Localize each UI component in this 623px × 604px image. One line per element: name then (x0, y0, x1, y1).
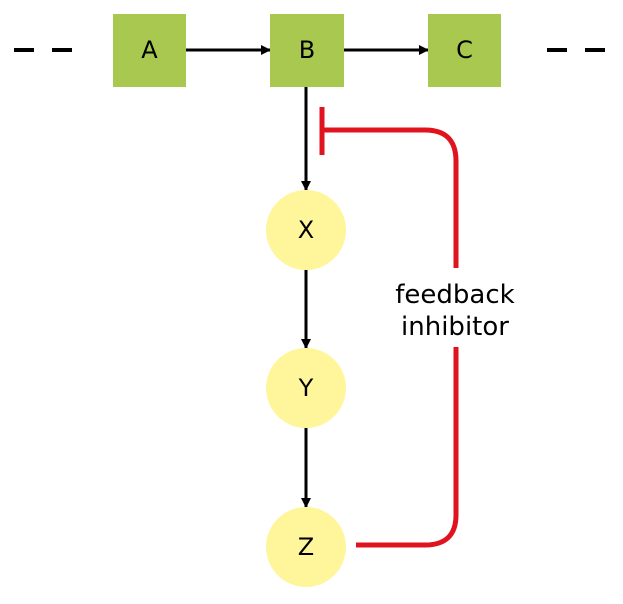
node-x-label: X (298, 216, 314, 244)
node-c-label: C (456, 36, 473, 64)
node-b: B (270, 14, 344, 87)
node-y-label: Y (298, 374, 314, 402)
feedback-inhibitor-line-upper (322, 127, 459, 268)
node-x-circle (266, 190, 346, 270)
node-b-box (270, 14, 344, 87)
node-z: Z (266, 507, 346, 587)
node-b-label: B (299, 36, 315, 64)
node-z-circle (266, 507, 346, 587)
node-x: X (266, 190, 346, 270)
feedback-label-line1: feedback (395, 280, 514, 310)
node-a: A (113, 14, 186, 87)
node-c: C (428, 14, 501, 87)
feedback-inhibitor-line-lower (356, 347, 459, 548)
node-a-label: A (141, 36, 158, 64)
node-c-box (428, 14, 501, 87)
node-y-circle (266, 348, 346, 428)
node-y: Y (266, 348, 346, 428)
node-a-box (113, 14, 186, 87)
feedback-label-line2: inhibitor (401, 312, 509, 342)
node-z-label: Z (298, 533, 314, 561)
